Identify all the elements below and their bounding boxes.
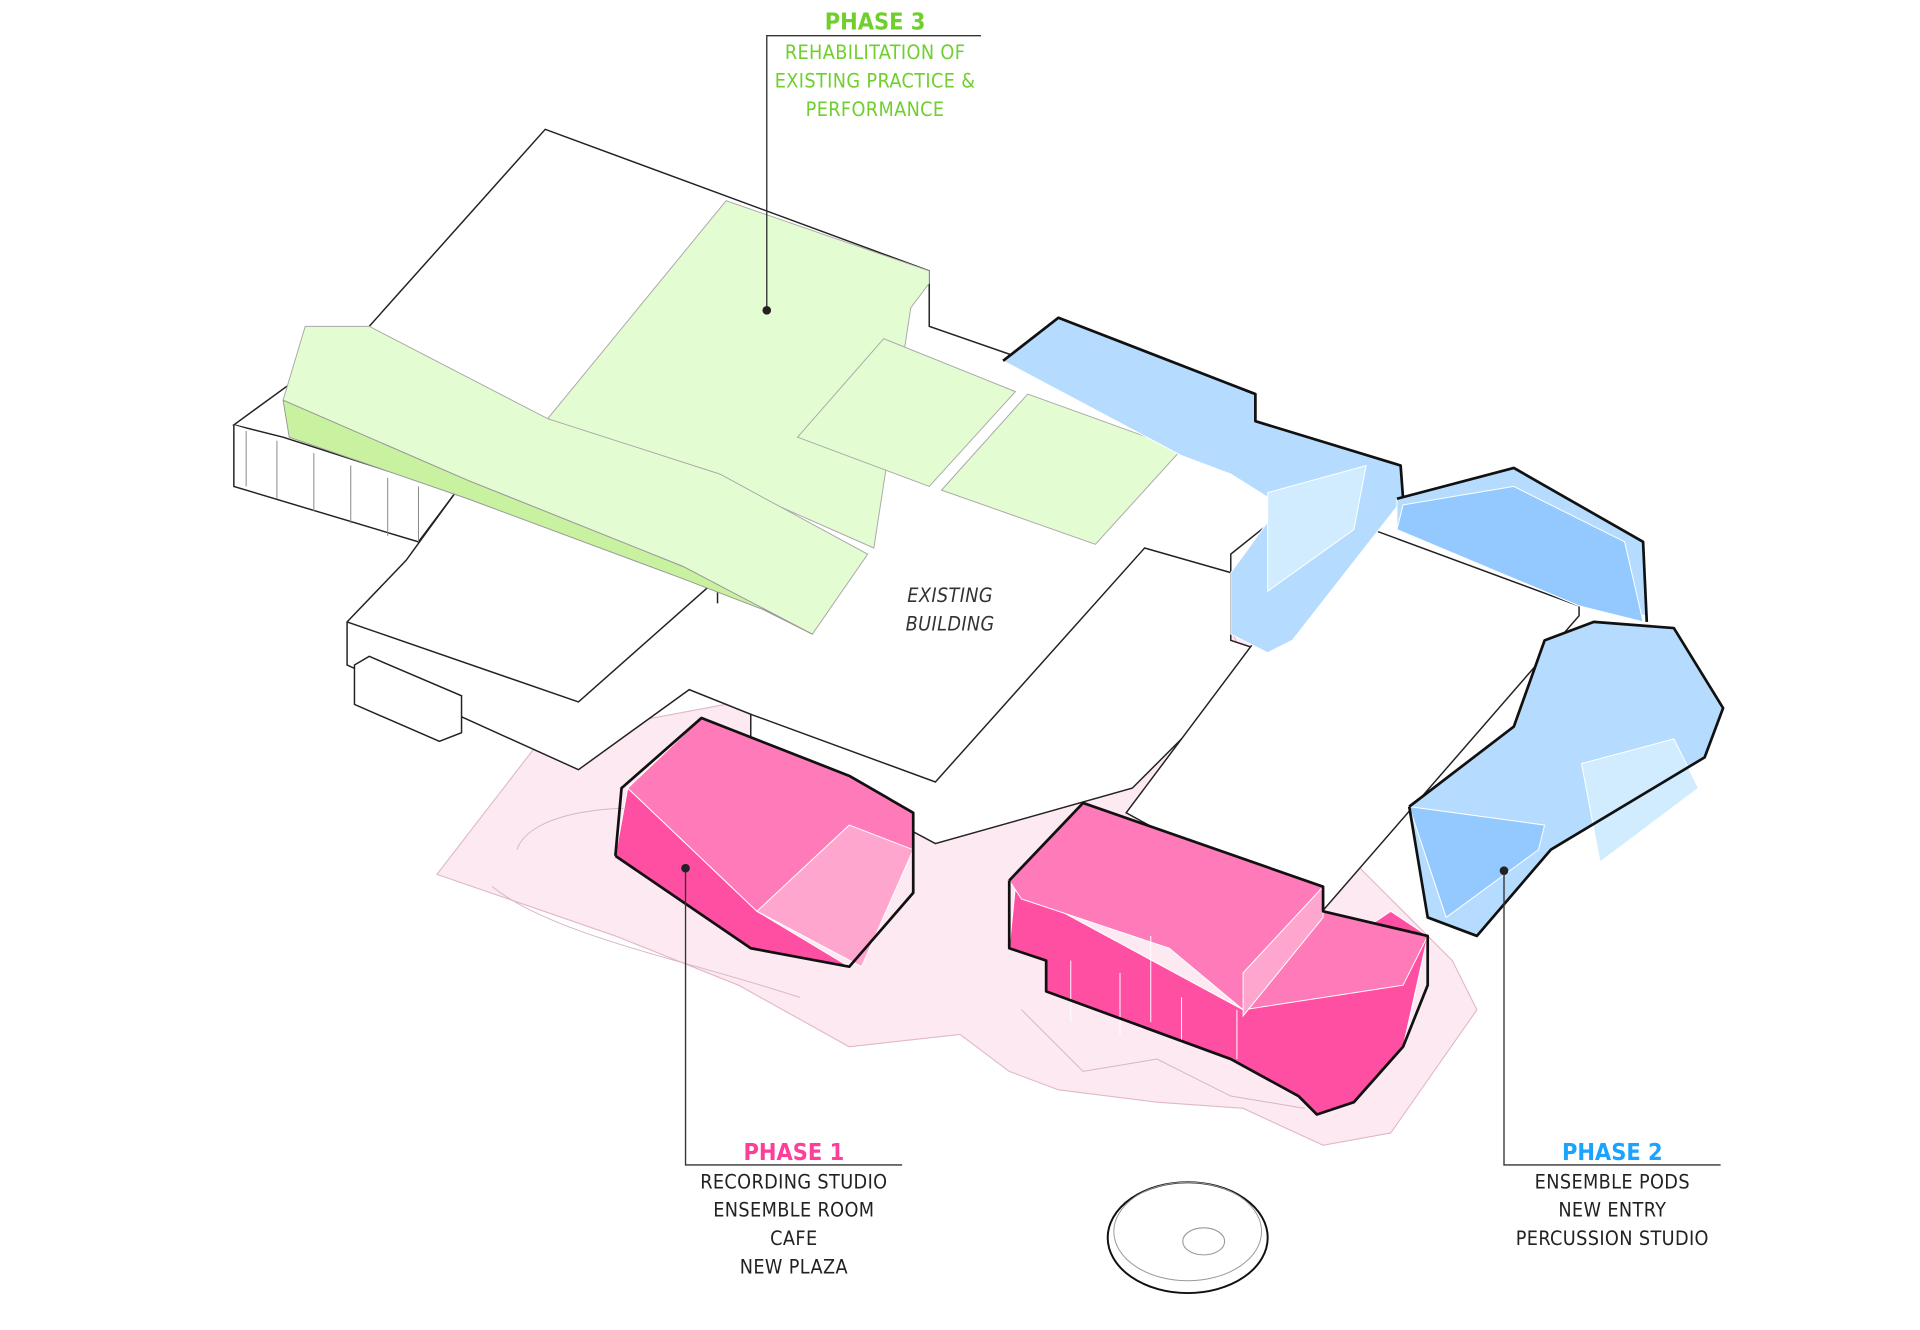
phase3-line: REHABILITATION OF bbox=[785, 41, 965, 64]
phase3-leader bbox=[766, 35, 981, 311]
phase2-title: PHASE 2 bbox=[1562, 1138, 1663, 1166]
annex-box bbox=[353, 655, 463, 743]
phase2-line: PERCUSSION STUDIO bbox=[1516, 1227, 1709, 1250]
existing-label: BUILDING bbox=[906, 613, 995, 636]
existing-label: EXISTING bbox=[907, 584, 993, 607]
phase2-line: NEW ENTRY bbox=[1558, 1199, 1666, 1222]
phase2-line: ENSEMBLE PODS bbox=[1535, 1170, 1690, 1193]
colonnade bbox=[233, 424, 456, 543]
phase3-line: EXISTING PRACTICE & bbox=[775, 69, 976, 92]
phase1-leader bbox=[684, 868, 903, 1166]
phase3-court-a bbox=[796, 338, 1017, 488]
phase2-leader bbox=[1503, 870, 1721, 1166]
phase3-title: PHASE 3 bbox=[825, 8, 926, 36]
phase1-line: RECORDING STUDIO bbox=[700, 1170, 887, 1193]
phase1-line: ENSEMBLE ROOM bbox=[713, 1199, 874, 1222]
phase1-line: CAFE bbox=[770, 1227, 817, 1250]
phase3-line: PERFORMANCE bbox=[806, 98, 945, 121]
phase1-title: PHASE 1 bbox=[743, 1138, 844, 1166]
phase1-line: NEW PLAZA bbox=[740, 1255, 848, 1278]
fountain bbox=[1106, 1181, 1269, 1295]
wing-center bbox=[750, 547, 1231, 783]
